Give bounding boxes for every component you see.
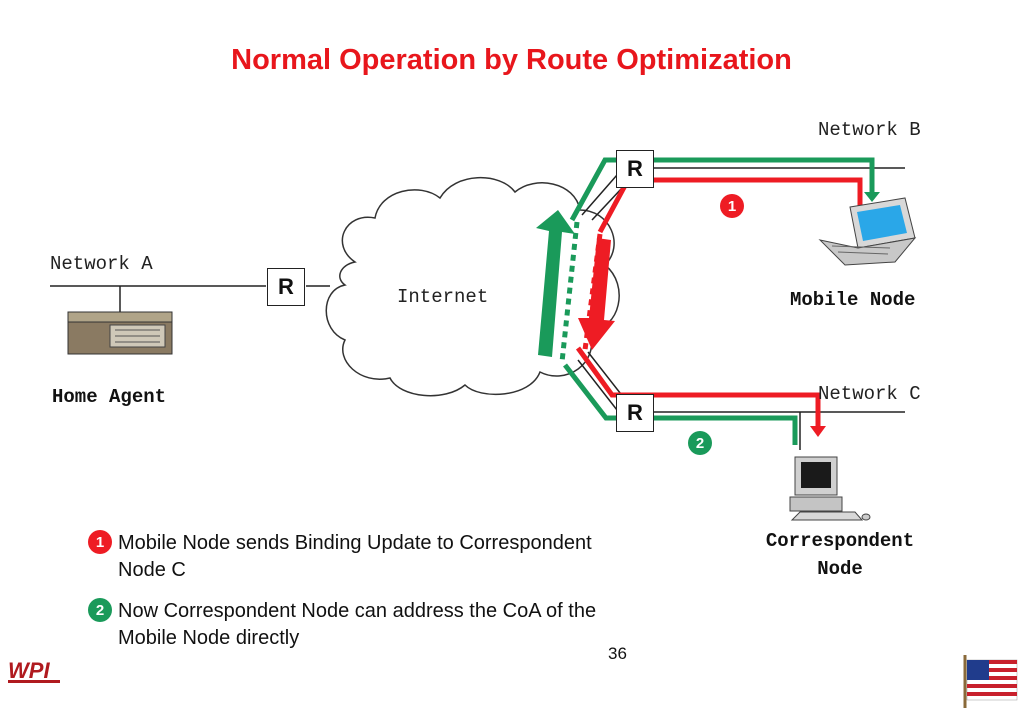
step-1-text-line2: Node C	[118, 559, 186, 581]
network-a-label: Network A	[50, 253, 153, 275]
step-1-marker-diagram: 1	[720, 194, 744, 218]
home-agent-label: Home Agent	[52, 386, 167, 408]
mobile-node-laptop-icon	[818, 197, 917, 266]
correspondent-node-label-line2: Node	[817, 558, 863, 580]
mobile-node-label: Mobile Node	[790, 289, 916, 311]
home-agent-icon	[67, 311, 173, 355]
network-b-label: Network B	[818, 119, 921, 141]
router-network-c: R	[616, 394, 654, 432]
red-arrow-down	[578, 238, 615, 350]
correspondent-node-computer-icon	[789, 456, 871, 521]
correspondent-node-label-line1: Correspondent	[765, 530, 915, 552]
page-number: 36	[608, 644, 627, 663]
step-1-text-line1: Mobile Node sends Binding Update to Corr…	[118, 532, 592, 554]
step-2-marker: 2	[88, 598, 112, 622]
red-path-bottom	[575, 346, 821, 428]
step-2-text-line2: Mobile Node directly	[118, 627, 300, 649]
green-path-top	[569, 157, 875, 222]
router-network-a: R	[267, 268, 305, 306]
step-2-text-line1: Now Correspondent Node can address the C…	[118, 600, 597, 622]
step-2-marker-diagram: 2	[688, 431, 712, 455]
network-c-label: Network C	[818, 383, 921, 405]
internet-label: Internet	[397, 286, 489, 308]
router-network-b: R	[616, 150, 654, 188]
slide-title: Normal Operation by Route Optimization	[231, 44, 792, 76]
red-path-top	[597, 177, 863, 234]
green-path-bottom	[563, 363, 798, 445]
green-arrow-up	[536, 210, 575, 357]
wpi-logo: WPI	[8, 658, 50, 683]
step-1-marker: 1	[88, 530, 112, 554]
us-flag-icon	[963, 655, 1018, 708]
